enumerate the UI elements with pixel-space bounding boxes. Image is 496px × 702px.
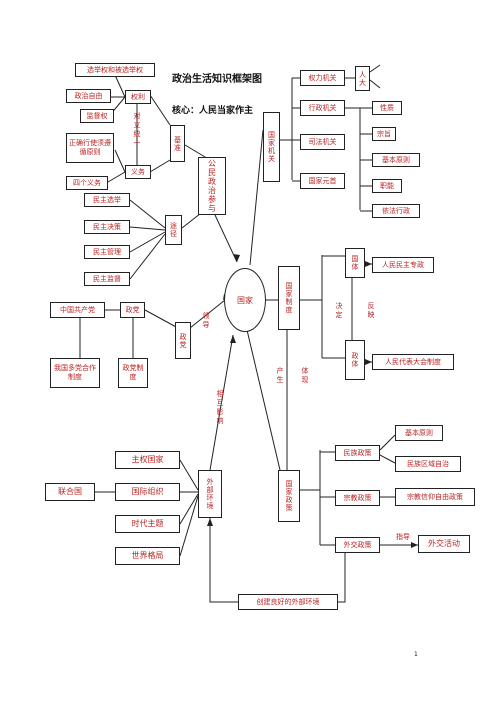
node-correct-use-principle: 正确行使须遵循原则 (66, 133, 114, 163)
node-head-of-state: 国家元首 (300, 173, 345, 189)
label-reflect: 反映 (367, 302, 375, 320)
label-lead: 领导 (202, 312, 210, 330)
node-citizen-participation: 公民政治参与 (198, 157, 226, 215)
node-administrative-organ: 行政机关 (300, 100, 345, 116)
node-basic-principle: 基本原则 (372, 153, 420, 167)
node-democratic-decision: 民主决策 (84, 220, 130, 234)
node-channel: 途径 (165, 215, 182, 245)
node-multi-party-system: 我国多党合作制度 (50, 358, 100, 388)
node-party-system: 政党制度 (118, 358, 148, 388)
node-state: 国家 (224, 268, 266, 332)
node-functions: 职能 (372, 179, 402, 193)
label-mutual-influence: 相互影响 (216, 390, 224, 426)
node-supervision-right: 监督权 (80, 109, 114, 123)
node-ethnic-basic-principle: 基本原则 (395, 425, 443, 441)
node-rights: 权利 (125, 90, 151, 104)
node-state-policy: 国家政策 (278, 470, 300, 522)
node-good-env: 创建良好的外部环境 (238, 594, 338, 610)
page-subtitle: 核心：人民当家作主 (172, 106, 254, 116)
node-election-rights: 选举权和被选举权 (75, 63, 155, 77)
node-world-pattern: 世界格局 (115, 547, 180, 565)
label-guide: 指导 (396, 533, 410, 541)
node-renda: 人大 (355, 66, 370, 91)
node-ethnic-policy: 民族政策 (335, 445, 380, 461)
node-rule-by-law: 依法行政 (372, 204, 420, 218)
label-unity: 对立统一 (133, 112, 141, 148)
node-judicial-organ: 司法机关 (300, 134, 345, 150)
label-embody: 体现 (301, 367, 309, 385)
node-zhengti: 政体 (345, 340, 365, 380)
label-decide: 决定 (335, 302, 343, 320)
node-four-duties: 四个义务 (66, 176, 108, 190)
node-party: 政党 (120, 302, 145, 318)
node-intl-org: 国际组织 (115, 483, 180, 501)
node-external-env: 外部环境 (198, 470, 222, 518)
node-democratic-supervision: 民主监督 (84, 272, 130, 286)
node-power-organ: 权力机关 (300, 70, 345, 86)
node-era-theme: 时代主题 (115, 515, 180, 533)
node-sovereign-state: 主权国家 (115, 451, 180, 469)
node-religious-policy: 宗教政策 (335, 490, 380, 506)
node-state-system: 国家制度 (278, 266, 300, 330)
page-number: 1 (414, 651, 418, 658)
node-duties: 义务 (125, 165, 151, 179)
node-diplomacy: 外交活动 (418, 535, 470, 553)
label-produce: 产生 (276, 367, 284, 385)
node-democratic-management: 民主管理 (84, 245, 130, 259)
node-purpose: 宗旨 (372, 127, 396, 141)
node-un: 联合国 (45, 483, 95, 501)
node-democratic-election: 民主选举 (84, 193, 130, 207)
node-state-organs: 国家机关 (263, 112, 280, 182)
page-title: 政治生活知识框架图 (172, 74, 262, 85)
node-nature: 性质 (372, 101, 402, 115)
node-peoples-dictatorship: 人民民主专政 (372, 257, 434, 273)
node-guoti: 国体 (345, 248, 365, 278)
node-political-freedom: 政治自由 (66, 89, 111, 103)
node-peoples-congress: 人民代表大会制度 (372, 354, 454, 370)
node-ruling-party: 政党 (175, 322, 191, 359)
node-basis: 基准 (170, 125, 185, 162)
node-foreign-policy: 外交政策 (335, 537, 380, 553)
node-cpc: 中国共产党 (50, 302, 105, 318)
node-regional-autonomy: 民族区域自治 (395, 456, 461, 472)
node-religious-freedom: 宗教信仰自由政策 (395, 488, 475, 506)
